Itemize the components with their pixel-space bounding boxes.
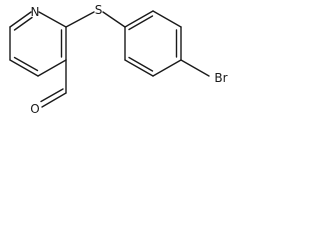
bond-n-c2 (38, 11, 67, 28)
bond-s-c1prime (102, 11, 126, 28)
bond-c-o-double-outer (41, 92, 67, 108)
bond-c1-c2prime (124, 10, 154, 28)
pyridine-ring (9, 11, 67, 77)
benzene-ring (124, 10, 182, 77)
bond-c2-c3prime (152, 10, 182, 28)
bond-c-o-double-inner (40, 88, 64, 103)
bond-c4-c5-inner (13, 56, 39, 72)
bond-c3-c4 (37, 59, 67, 77)
atom-label-oxygen: O (30, 102, 39, 116)
bond-c5-c6prime-inner (128, 56, 154, 72)
bond-c2-s (65, 11, 95, 28)
bond-c6-n (9, 11, 32, 28)
aldehyde-group (40, 59, 67, 108)
bond-c4-c5prime (152, 59, 182, 77)
bond-c6-n-inner (13, 16, 33, 31)
bond-c4-c5 (9, 59, 39, 77)
bond-c1-c2prime-inner (128, 15, 154, 31)
atom-label-bromine: Br (214, 71, 227, 85)
atom-label-sulfur: S (95, 3, 103, 17)
atom-label-nitrogen: N (31, 5, 40, 19)
chemical-structure-diagram: N S Br O (9, 3, 228, 116)
bond-c4prime-br (180, 59, 210, 77)
bond-c5-c6prime (124, 59, 154, 77)
